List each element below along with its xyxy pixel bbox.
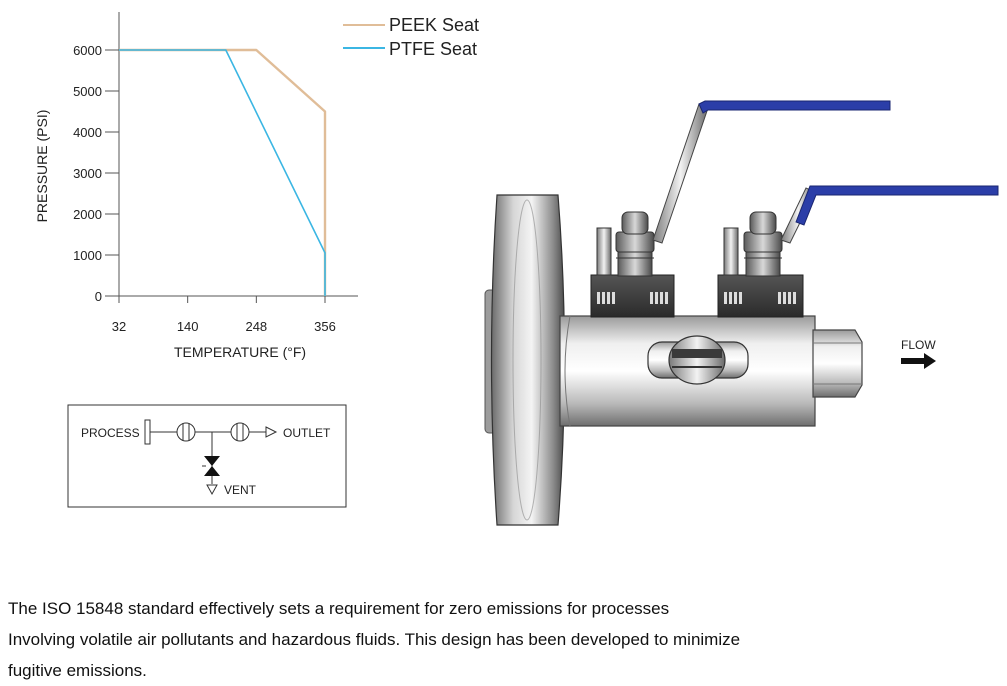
right-handle-grip xyxy=(795,185,999,226)
right-valve-stem-assembly xyxy=(717,211,804,318)
flow-label: FLOW xyxy=(901,338,936,352)
y-tick-label: 6000 xyxy=(73,43,102,58)
schematic-vent-label: VENT xyxy=(224,483,257,497)
y-tick-label: 4000 xyxy=(73,125,102,140)
left-handle-lever xyxy=(652,100,891,244)
series-line-peek-seat xyxy=(119,48,327,296)
pressure-temperature-chart: 0 1000 2000 3000 4000 5000 6000 32 140 248 356 TE… xyxy=(34,12,479,360)
schematic-outlet-label: OUTLET xyxy=(283,426,331,440)
flow-arrow-icon xyxy=(901,353,936,369)
legend-label-peek-seat: PEEK Seat xyxy=(389,15,479,35)
vent-valve-knob xyxy=(647,335,749,385)
y-axis-ticks: 0 1000 2000 3000 4000 5000 6000 xyxy=(73,43,119,304)
left-valve-stem-assembly xyxy=(590,211,675,318)
series-line-ptfe-seat xyxy=(119,49,326,296)
x-axis-title: TEMPERATURE (°F) xyxy=(174,344,306,360)
double-block-bleed-valve-illustration: FLOW xyxy=(484,100,999,526)
isolation-valve-2-symbol xyxy=(230,422,250,442)
x-tick-label: 140 xyxy=(177,319,199,334)
x-tick-label: 356 xyxy=(314,319,336,334)
caption-line-2: Involving volatile air pollutants and ha… xyxy=(8,630,741,649)
schematic-process-label: PROCESS xyxy=(81,426,140,440)
caption-line-3: fugitive emissions. xyxy=(8,661,147,680)
y-tick-label: 2000 xyxy=(73,207,102,222)
legend: PEEK Seat PTFE Seat xyxy=(343,15,479,59)
y-tick-label: 3000 xyxy=(73,166,102,181)
process-connection-symbol xyxy=(144,419,151,445)
y-tick-label: 5000 xyxy=(73,84,102,99)
caption-line-1: The ISO 15848 standard effectively sets … xyxy=(8,599,670,618)
x-axis-ticks: 32 140 248 356 xyxy=(112,296,336,334)
vent-valve-symbol xyxy=(202,456,220,476)
x-tick-label: 248 xyxy=(245,319,267,334)
schematic-frame xyxy=(67,404,347,508)
left-handle-grip xyxy=(698,100,891,114)
y-axis-title: PRESSURE (PSI) xyxy=(34,110,50,223)
vent-arrow-icon xyxy=(206,484,218,496)
caption-paragraph: The ISO 15848 standard effectively sets … xyxy=(8,593,998,686)
x-tick-label: 32 xyxy=(112,319,126,334)
y-tick-label: 0 xyxy=(95,289,102,304)
y-tick-label: 1000 xyxy=(73,248,102,263)
valve-schematic-diagram: PROCESS OUTLET VENT xyxy=(67,404,347,508)
series-layer xyxy=(119,48,327,296)
outlet-arrow-icon xyxy=(265,426,278,438)
flange xyxy=(490,194,566,526)
right-handle-lever xyxy=(780,185,999,244)
legend-label-ptfe-seat: PTFE Seat xyxy=(389,39,477,59)
isolation-valve-1-symbol xyxy=(176,422,196,442)
outlet-hex-fitting xyxy=(812,329,863,398)
